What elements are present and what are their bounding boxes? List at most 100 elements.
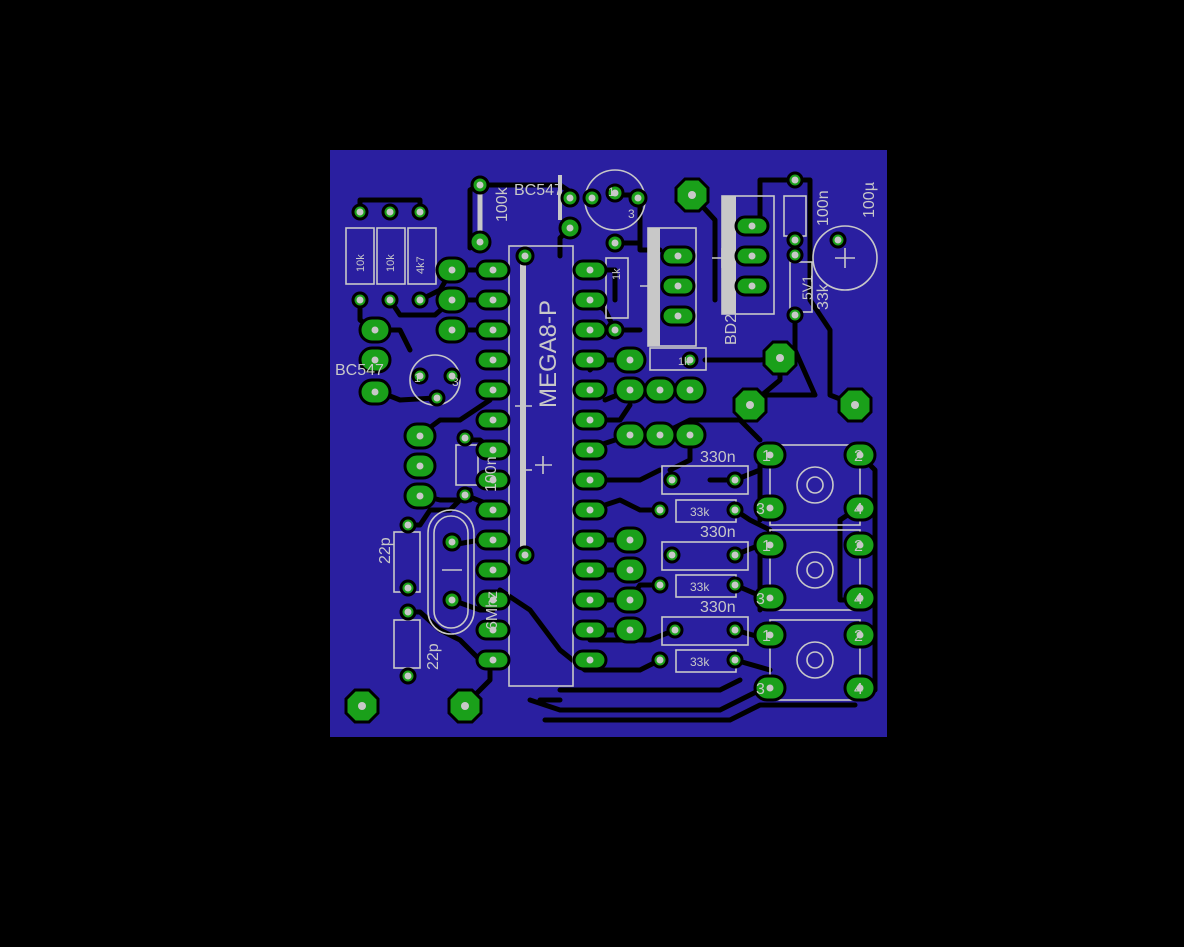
transistor-left-pin-hole — [416, 372, 424, 380]
cluster-pad-hole — [626, 356, 634, 364]
res-1k-pad-top-hole — [611, 239, 619, 247]
mcu-pin-right-hole — [586, 416, 594, 424]
res-10k-2-outline — [376, 227, 406, 285]
passive-pad-hole — [668, 551, 676, 559]
sw2-pin-1: 1 — [762, 538, 771, 555]
resistor-pad-top-hole — [356, 208, 364, 216]
transistor-left-pin-hole — [448, 372, 456, 380]
regulator-pin-hole — [748, 252, 756, 260]
switch-1-pin-2-hole — [856, 451, 864, 459]
switch-1-outline — [769, 444, 861, 526]
mcu-pin-right-hole — [586, 626, 594, 634]
res-100k-pad-hole — [476, 238, 484, 246]
resistor-pad-bottom-hole — [356, 296, 364, 304]
crystal-label: 6Mhz — [484, 591, 501, 630]
res-33k-2-label: 33k — [690, 580, 710, 594]
mcu-pin-right-hole — [586, 386, 594, 394]
cluster-pad-hole — [656, 431, 664, 439]
mcu-pin-right-hole — [586, 266, 594, 274]
passive-pad-hole — [656, 506, 664, 514]
copper-trace — [792, 177, 858, 408]
switch-2-pin-1-hole — [766, 541, 774, 549]
switch-3-pin-4-hole — [856, 684, 864, 692]
res-4k7-label: 4k7 — [415, 256, 427, 274]
res-33k-1-label: 33k — [690, 505, 710, 519]
mcu-pin-left-hole — [489, 506, 497, 514]
mcu-pin-right-hole — [586, 506, 594, 514]
transistor-left-pad-hole — [371, 356, 379, 364]
cap-22p-bottom-label: 22p — [425, 643, 442, 670]
mcu-pin-left-hole — [489, 596, 497, 604]
mcu-pin-left-hole — [489, 626, 497, 634]
passive-pad-hole — [731, 656, 739, 664]
transistor-pin-3: 3 — [628, 207, 635, 221]
passive-pad-hole — [731, 581, 739, 589]
transistor-top-pad-1-hole — [588, 194, 596, 202]
passive-pad-hole — [731, 626, 739, 634]
cap-22p-pad-hole — [404, 608, 412, 616]
cap-330n-2-label: 330n — [700, 524, 736, 541]
zener-pad-hole — [791, 311, 799, 319]
sw3-pin-1: 1 — [762, 628, 771, 645]
elcap-100u-label: 100µ — [861, 182, 878, 218]
res-1k-b-outline — [649, 347, 707, 371]
switch-1-pin-1-hole — [766, 451, 774, 459]
resistor-pad-bottom-hole — [416, 296, 424, 304]
mcu-pin-marker-hole — [521, 551, 529, 559]
resistor-pad-top-hole — [386, 208, 394, 216]
transistor-top-label: BC547 — [514, 182, 563, 199]
cap-330n-1-label: 330n — [700, 449, 736, 466]
switch-2-outline — [769, 529, 861, 611]
cap-100n-mid-label: 100n — [483, 456, 500, 492]
copper-trace — [557, 677, 743, 693]
transistor-top-pad-2-hole — [566, 194, 574, 202]
res-10k-1-label: 10k — [355, 254, 367, 272]
mcu-pin-right-hole — [586, 326, 594, 334]
mcu-pin-right-hole — [586, 446, 594, 454]
switch-1-pin-4-hole — [856, 504, 864, 512]
transistor-left-pad-hole — [371, 326, 379, 334]
sw3-pin-4: 4 — [854, 681, 863, 698]
passive-pad-hole — [731, 506, 739, 514]
res-1k-label: 1k — [611, 268, 623, 280]
passive-pad-hole — [668, 476, 676, 484]
resistor-pad-top-hole — [416, 208, 424, 216]
connector-pad-hole — [416, 462, 424, 470]
connector-pad-hole — [448, 266, 456, 274]
resistor-pad-bottom-hole — [386, 296, 394, 304]
transistor-top-pad-hole — [566, 224, 574, 232]
mcu-pin-left-hole — [489, 356, 497, 364]
switch-3-pin-3-hole — [766, 684, 774, 692]
elcap-outline — [812, 225, 878, 291]
res-10k-1-outline — [345, 227, 375, 285]
power-transistor-pin-hole — [674, 282, 682, 290]
res-1k-pad-bottom-hole — [611, 326, 619, 334]
cluster-pad-hole — [656, 386, 664, 394]
cap-22p-pad-hole — [404, 521, 412, 529]
regulator-tab — [722, 196, 736, 314]
mount-pad-hole — [776, 354, 784, 362]
power-transistor-pin-hole — [674, 252, 682, 260]
res-4k7-outline — [407, 227, 437, 285]
cluster-pad-hole — [686, 431, 694, 439]
mcu-pin-right-hole — [586, 656, 594, 664]
mcu-label: MEGA8-P — [535, 300, 562, 408]
elcap-pad-hole — [834, 236, 842, 244]
mcu-pin-right-hole — [586, 356, 594, 364]
sw1-pin-3: 3 — [756, 501, 765, 518]
silkscreen-labels: MEGA8-P BC547 BC547 BD243 100k 100n 100µ… — [335, 182, 878, 698]
power-transistor-tab — [648, 228, 660, 346]
mount-pad-hole — [461, 702, 469, 710]
copper-trace — [747, 312, 818, 398]
cap-22p-top-label: 22p — [377, 537, 394, 564]
sw1-pin-2: 2 — [854, 448, 863, 465]
crystal-inner — [433, 515, 469, 629]
crystal-pad-hole — [448, 596, 456, 604]
cap-330n-1-outline — [661, 465, 749, 495]
mcu-pin-left-hole — [489, 656, 497, 664]
mcu-pin-left-hole — [489, 416, 497, 424]
connector-pad-hole — [448, 296, 456, 304]
silkscreen-outlines — [345, 169, 878, 701]
mcu-pin-left-hole — [489, 446, 497, 454]
